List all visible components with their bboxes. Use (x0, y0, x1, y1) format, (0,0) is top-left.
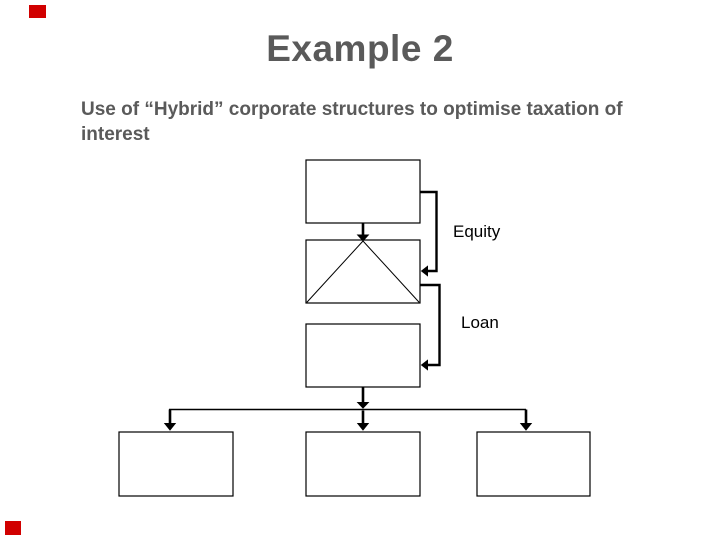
arrowhead-left-icon (420, 265, 428, 277)
arrowhead-down-icon (163, 423, 177, 431)
equity-connector (419, 190, 438, 277)
node-hybrid-entity-box (305, 239, 421, 304)
arrowhead-left-icon (420, 359, 428, 371)
red-corner-mark-top-left (29, 5, 46, 18)
node-middle-company-box (305, 323, 421, 388)
node-bottom-right-box (476, 431, 591, 497)
loan-label: Loan (461, 313, 499, 332)
drop-arrow-left (163, 409, 177, 431)
parent-to-hybrid-arrow (356, 223, 370, 242)
arrowhead-down-icon (356, 234, 370, 242)
red-corner-mark-bottom-left (5, 521, 21, 535)
arrowhead-down-icon (519, 423, 533, 431)
arrowhead-down-icon (356, 423, 370, 431)
arrowhead-down-icon (356, 402, 370, 409)
node-bottom-middle-box (305, 431, 421, 497)
slide-title: Example 2 (266, 28, 454, 69)
hybrid-triangle-glyph (306, 240, 420, 303)
loan-connector (419, 283, 441, 371)
node-top-parent-box (305, 159, 421, 224)
hybrid-to-distribution-arrow (356, 387, 370, 409)
drop-arrow-middle (356, 410, 370, 431)
equity-label: Equity (453, 222, 501, 241)
drop-arrow-right (519, 409, 533, 431)
node-bottom-left-box (118, 431, 234, 497)
slide-subtitle: Use of “Hybrid” corporate structures to … (81, 99, 623, 145)
